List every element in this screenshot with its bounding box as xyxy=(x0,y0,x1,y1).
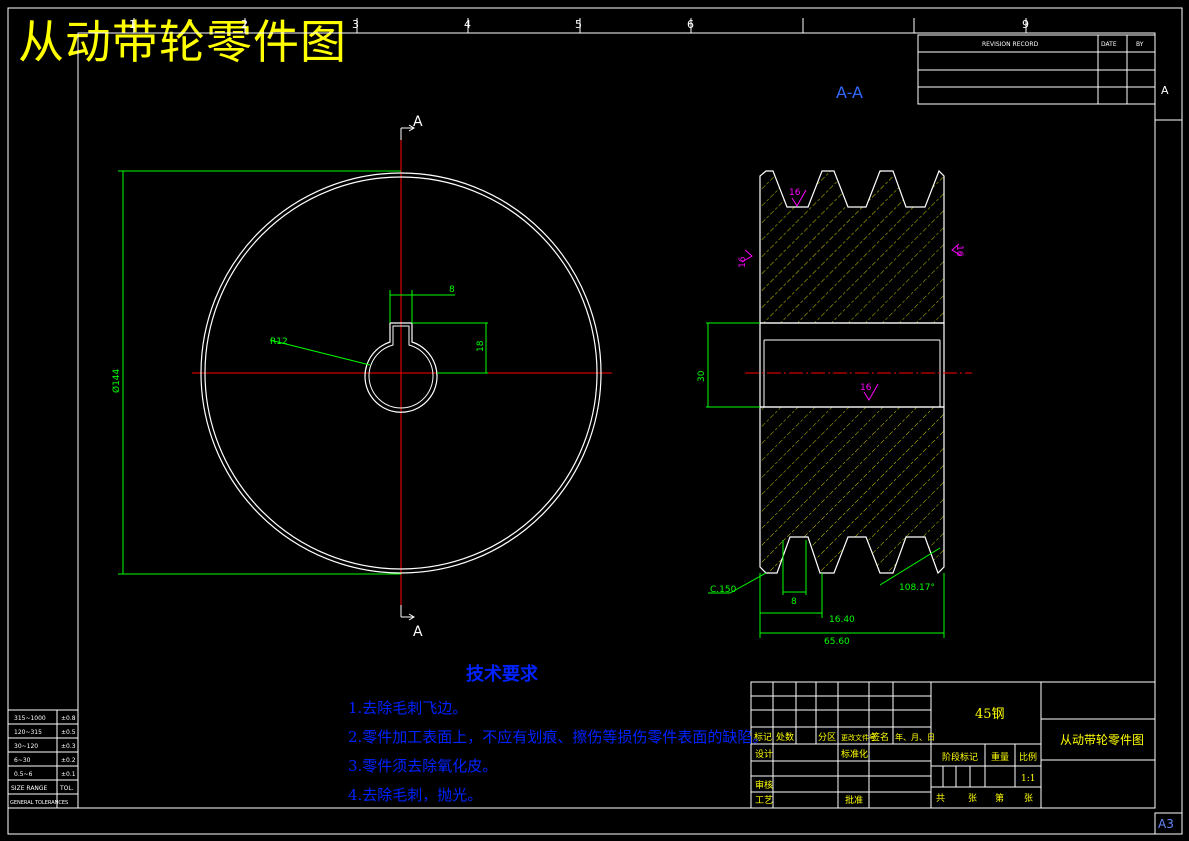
dim-radius: R12 xyxy=(270,337,288,347)
revision-table xyxy=(917,34,1156,105)
tb-header-mark: 标记 xyxy=(754,731,772,743)
sheet-border xyxy=(7,7,1183,835)
dim-groove-pitch: 16.40 xyxy=(829,615,855,625)
size-header-range: SIZE RANGE xyxy=(11,785,48,792)
size-row-5-range: 0.5~6 xyxy=(14,771,33,778)
tb-header-date: 年、月、日 xyxy=(895,732,935,742)
size-row-5-tol: ±0.1 xyxy=(61,771,76,778)
roughness-top: 16 xyxy=(789,188,801,198)
section-dimensions xyxy=(706,322,945,638)
tb-drawing-name: 从动带轮零件图 xyxy=(1060,733,1144,747)
dim-keyway-depth: 18 xyxy=(476,340,486,352)
dim-groove-width: 8 xyxy=(791,597,797,607)
grid-label-1: 1 xyxy=(129,18,136,31)
tb-stage: 阶段标记 xyxy=(942,751,978,763)
size-row-1-range: 315~1000 xyxy=(14,715,46,722)
date-header: DATE xyxy=(1101,41,1117,48)
front-view: A A xyxy=(192,114,612,640)
cut-label-top: A xyxy=(413,114,423,130)
tb-scale: 1:1 xyxy=(1021,774,1035,784)
dim-keyway-width: 8 xyxy=(449,285,455,295)
tb-sheets: 张 xyxy=(968,793,977,804)
tb-header-zone: 分区 xyxy=(818,732,836,743)
dim-bore: 30 xyxy=(697,370,707,382)
roughness-left: 16 xyxy=(738,256,748,268)
size-row-2-range: 120~315 xyxy=(14,729,42,736)
tb-header-sign: 签名 xyxy=(871,731,889,743)
tb-weight: 重量 xyxy=(991,751,1009,763)
size-row-4-tol: ±0.2 xyxy=(61,757,76,764)
tb-checker: 审核 xyxy=(755,779,773,791)
tech-req-item-1: 1.去除毛刺飞边。 xyxy=(348,699,468,717)
grid-label-3: 3 xyxy=(352,18,359,31)
tech-req-title: 技术要求 xyxy=(466,664,538,685)
dim-angle: 108.17° xyxy=(899,583,935,593)
sheet-size: A3 xyxy=(1158,817,1174,831)
size-row-3-tol: ±0.3 xyxy=(61,743,76,750)
tb-sheet-no: 第 xyxy=(995,792,1004,804)
size-header-tol: TOL. xyxy=(59,785,74,792)
tb-total: 共 xyxy=(936,793,945,804)
technical-requirements: 技术要求 1.去除毛刺飞边。 2.零件加工表面上，不应有划痕、擦伤等损伤零件表面… xyxy=(348,660,767,810)
drawing-title: 从动带轮零件图 xyxy=(18,15,347,69)
tech-req-item-4: 4.去除毛刺，抛光。 xyxy=(348,786,483,804)
tb-scale-label: 比例 xyxy=(1019,751,1037,763)
section-view xyxy=(745,169,972,575)
roughness-right: 16 xyxy=(954,245,964,257)
size-table xyxy=(7,709,79,809)
roughness-bore: 16 xyxy=(860,383,872,393)
dim-diameter: Ø144 xyxy=(111,368,122,393)
dim-chamfer: C.150 xyxy=(710,585,737,595)
tb-header-count: 处数 xyxy=(776,731,794,743)
tb-sheets2: 张 xyxy=(1024,793,1033,804)
grid-label-5: 5 xyxy=(575,18,582,31)
tb-process: 工艺 xyxy=(755,795,773,806)
tb-standard: 标准化 xyxy=(841,748,868,760)
cut-label-bottom: A xyxy=(413,624,423,640)
size-footer: GENERAL TOLERANCES xyxy=(10,800,68,806)
grid-row-label: A xyxy=(1161,84,1169,97)
tech-req-item-2: 2.零件加工表面上，不应有划痕、擦伤等损伤零件表面的缺陷。 xyxy=(348,728,768,746)
tb-designer: 设计 xyxy=(755,748,773,760)
size-row-3-range: 30~120 xyxy=(14,743,38,750)
dim-total-width: 65.60 xyxy=(824,637,850,647)
by-header: BY xyxy=(1136,41,1144,48)
front-dimensions xyxy=(118,170,488,575)
size-row-4-range: 6~30 xyxy=(14,757,31,764)
title-block xyxy=(750,681,1156,809)
size-row-1-tol: ±0.8 xyxy=(61,715,76,722)
revision-header: REVISION RECORD xyxy=(982,41,1039,48)
tb-approve: 批准 xyxy=(845,794,863,806)
tb-header-change-doc: 更改文件号 xyxy=(841,733,876,742)
section-label: A-A xyxy=(836,83,863,102)
tech-req-item-3: 3.零件须去除氧化皮。 xyxy=(348,757,498,775)
size-row-2-tol: ±0.5 xyxy=(61,729,76,736)
tb-material: 45钢 xyxy=(975,707,1005,722)
